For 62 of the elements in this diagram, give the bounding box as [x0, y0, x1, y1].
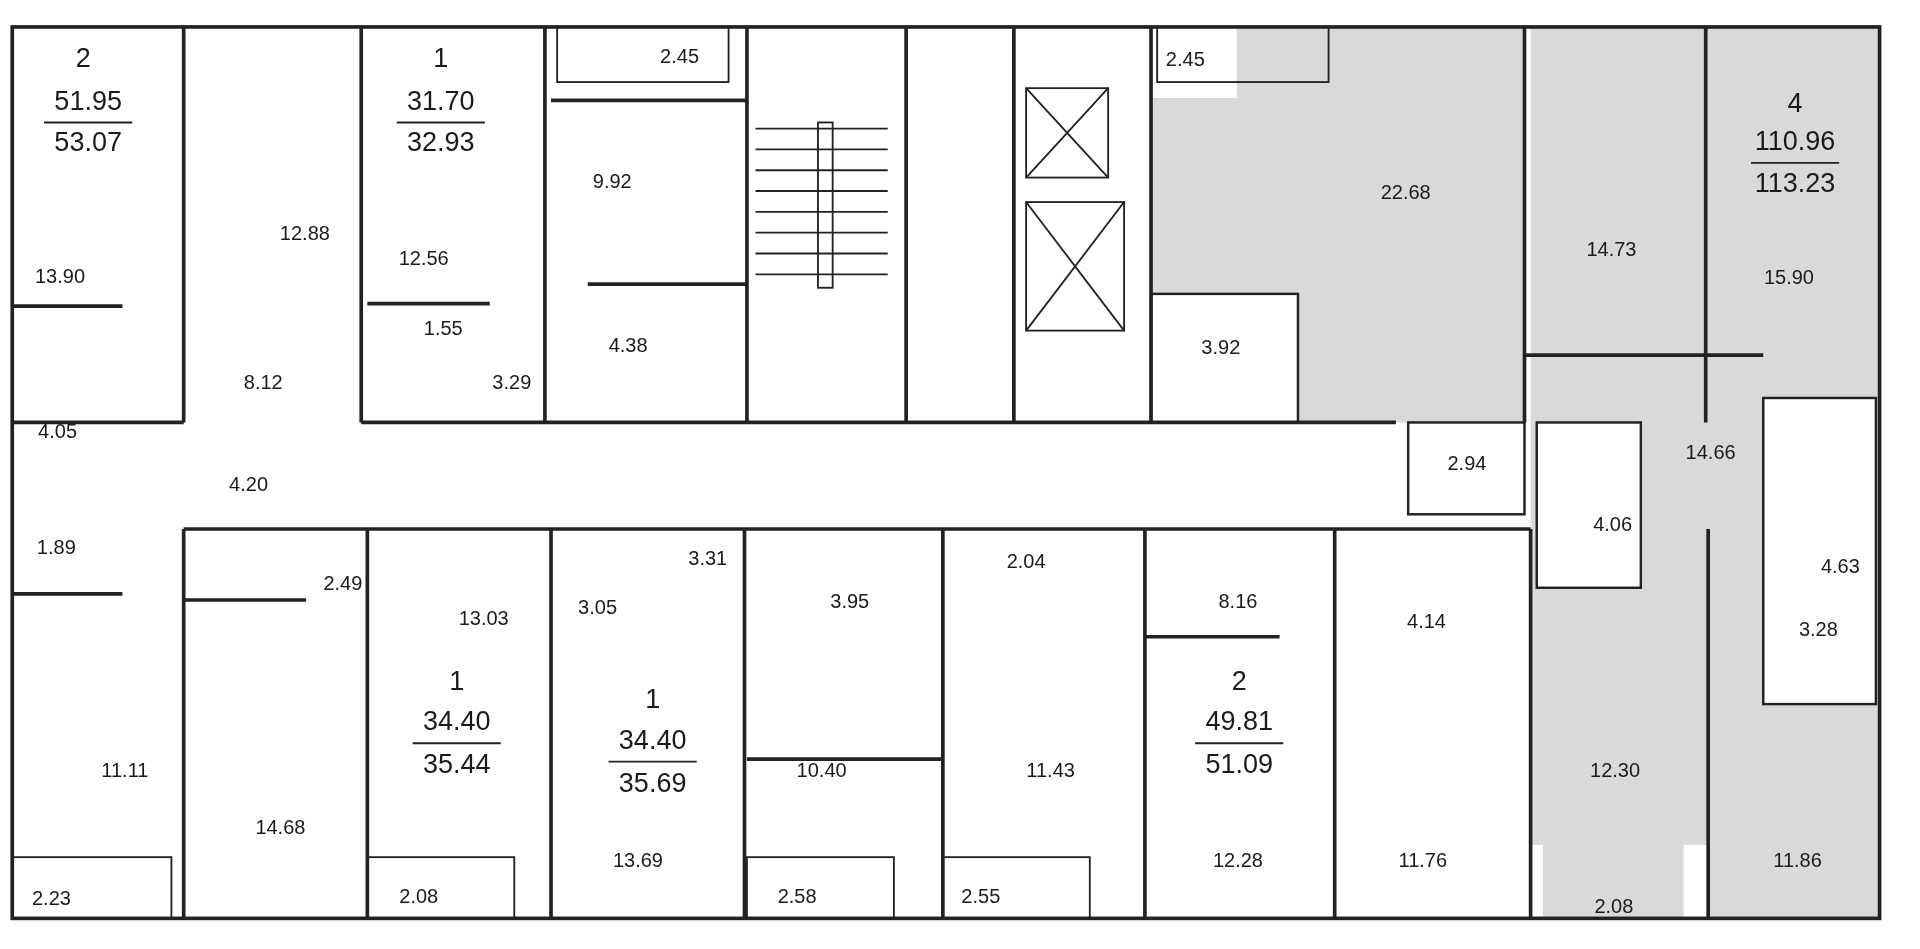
room-area-label: 2.08 — [1594, 895, 1634, 918]
room-count-label: 1 — [433, 43, 449, 74]
room-area-label: 3.28 — [1798, 618, 1838, 641]
room-area-label: 10.40 — [796, 759, 847, 782]
room-area-label: 3.92 — [1201, 335, 1241, 358]
room-area-label: 12.30 — [1590, 759, 1641, 782]
room-area-label: 11.11 — [101, 759, 149, 782]
room-area-label: 2.45 — [1165, 47, 1205, 70]
room-area-label: 14.68 — [255, 815, 306, 838]
room-area-label: 4.63 — [1820, 554, 1860, 577]
room-count-label: 2 — [75, 43, 91, 74]
room-count-label: 2 — [1231, 667, 1247, 697]
room-area-label: 2.45 — [660, 45, 700, 68]
room-area-label: 2.08 — [399, 885, 439, 908]
room-area-label: 2.49 — [323, 571, 363, 594]
room-area-label: 11.43 — [1026, 759, 1075, 782]
room-count-label: 1 — [449, 667, 465, 697]
room-area-label: 4.14 — [1407, 609, 1446, 632]
apartment-area-label: 32.93 — [407, 128, 475, 159]
room-area-label: 8.12 — [243, 371, 283, 394]
room-count-label: 4 — [1787, 89, 1803, 119]
room-area-label: 2.23 — [31, 886, 71, 909]
apartment-area-label: 51.09 — [1205, 750, 1273, 781]
apartment-area-label: 34.40 — [618, 725, 687, 756]
apartment-area-label: 34.40 — [422, 707, 491, 738]
apartment-area-label: 51.95 — [54, 86, 122, 117]
room-area-label: 2.58 — [777, 885, 817, 908]
room-area-label: 1.89 — [36, 536, 76, 559]
room-area-label: 11.86 — [1773, 848, 1822, 871]
room-area-label: 12.28 — [1212, 848, 1263, 871]
apartment-area-label: 35.44 — [422, 750, 491, 781]
room-area-label: 22.68 — [1380, 181, 1431, 204]
room-area-label: 12.56 — [398, 247, 449, 270]
room-area-label: 2.04 — [1006, 549, 1046, 572]
room-area-label: 13.69 — [612, 848, 663, 871]
room-area-label: 12.88 — [279, 221, 330, 244]
room-area-label: 2.55 — [961, 885, 1001, 908]
room-area-label: 3.31 — [688, 547, 728, 570]
apartment-area-label: 49.81 — [1205, 707, 1273, 738]
room-area-label: 1.55 — [423, 317, 463, 340]
room-area-label: 13.03 — [458, 607, 509, 630]
room-area-label: 3.95 — [830, 590, 870, 613]
apartment-area-label: 35.69 — [618, 768, 687, 799]
room-area-label: 3.05 — [578, 596, 617, 619]
room-count-label: 1 — [645, 685, 661, 716]
room-area-label: 8.16 — [1218, 590, 1258, 613]
room-area-label: 15.90 — [1763, 265, 1814, 288]
room-area-label: 3.29 — [492, 371, 532, 394]
room-area-label: 14.66 — [1685, 440, 1736, 463]
room-area-label: 4.38 — [608, 334, 648, 357]
room-area-label: 4.20 — [229, 472, 269, 495]
room-area-label: 13.90 — [34, 264, 86, 287]
apartment-area-label: 110.96 — [1754, 127, 1836, 157]
apartment-area-label: 31.70 — [407, 86, 475, 117]
room-area-label: 9.92 — [592, 170, 632, 193]
room-area-label: 4.05 — [38, 420, 77, 442]
room-area-label: 11.76 — [1398, 848, 1448, 871]
room-area-label: 14.73 — [1586, 237, 1637, 260]
room-area-label: 4.06 — [1593, 513, 1633, 536]
apartment-area-label: 53.07 — [54, 128, 122, 159]
room-area-label: 2.94 — [1447, 451, 1487, 474]
apartment-area-label: 113.23 — [1754, 168, 1836, 199]
